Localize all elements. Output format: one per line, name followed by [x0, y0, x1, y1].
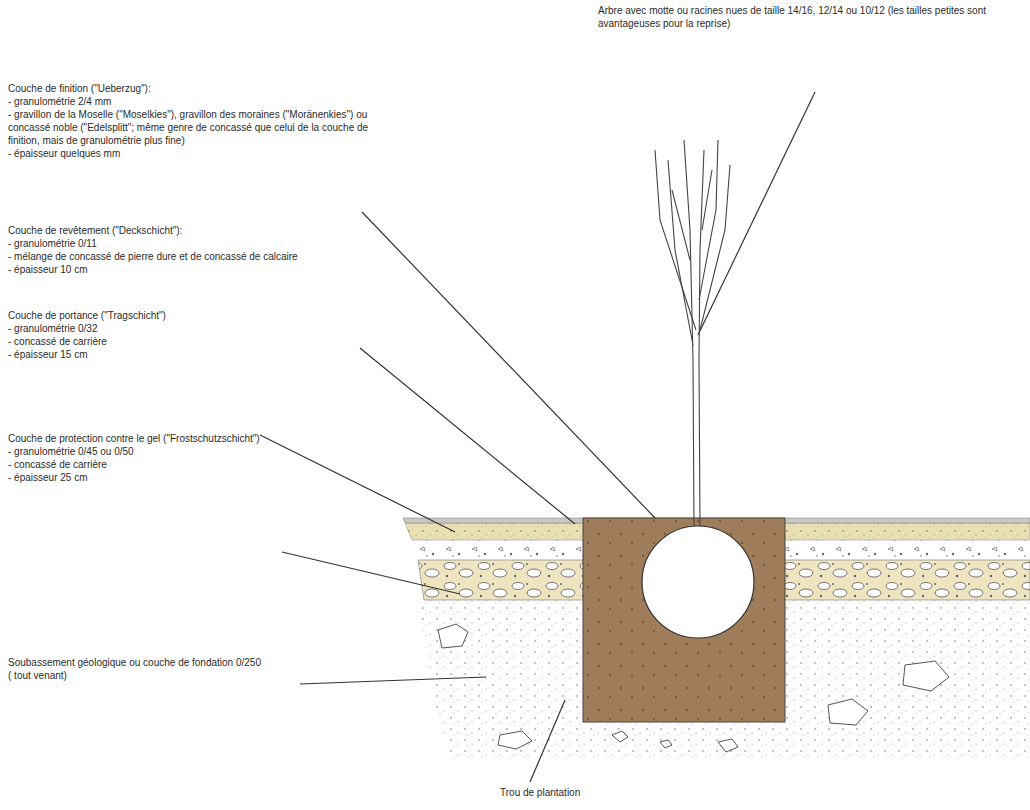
tree-trunk [655, 140, 730, 526]
planting-hole-soil [583, 518, 785, 722]
callout-text: Soubassement géologique ou couche de fon… [8, 656, 263, 682]
callout-text: - concassé de carrière [8, 335, 380, 348]
callout-text: - granulométrie 0/45 ou 0/50 [8, 445, 478, 458]
callout-text: Couche de revêtement ("Deckschicht"): [8, 224, 380, 237]
callout-block: Arbre avec motte ou racines nues de tail… [598, 4, 1026, 30]
callout-text: - granulométrie 0/11 [8, 237, 380, 250]
callout-text: Couche de finition ("Ueberzug"): [8, 82, 380, 95]
callout-text: - mélange de concassé de pierre dure et … [8, 250, 380, 263]
callout-text: - granulométrie 2/4 mm [8, 95, 380, 108]
planting-hole [583, 518, 785, 722]
callout-block: Couche de portance ("Tragschicht")- gran… [8, 309, 380, 361]
callout-block: Couche de revêtement ("Deckschicht"):- g… [8, 224, 380, 276]
callout-text: - épaisseur 10 cm [8, 263, 380, 276]
callout-text: Trou de plantation [500, 786, 640, 799]
callout-text: Arbre avec motte ou racines nues de tail… [598, 4, 1026, 30]
callout-block: Couche de protection contre le gel ("Fro… [8, 432, 478, 484]
callout-text: - épaisseur 25 cm [8, 471, 478, 484]
callout-block: Couche de finition ("Ueberzug"):- granul… [8, 82, 380, 160]
root-ball [642, 526, 754, 638]
callout-text: - gravillon de la Moselle ("Moselkies"),… [8, 108, 380, 147]
leader-lines [260, 92, 815, 782]
callout-text: - concassé de carrière [8, 458, 478, 471]
callout-text: Couche de portance ("Tragschicht") [8, 309, 380, 322]
callout-block: Soubassement géologique ou couche de fon… [8, 656, 263, 682]
callout-text: - granulométrie 0/32 [8, 322, 380, 335]
callout-block: Trou de plantation [500, 786, 640, 799]
callout-text: Couche de protection contre le gel ("Fro… [8, 432, 478, 445]
callout-text: - épaisseur quelques mm [8, 147, 380, 160]
callout-text: - épaisseur 15 cm [8, 348, 380, 361]
